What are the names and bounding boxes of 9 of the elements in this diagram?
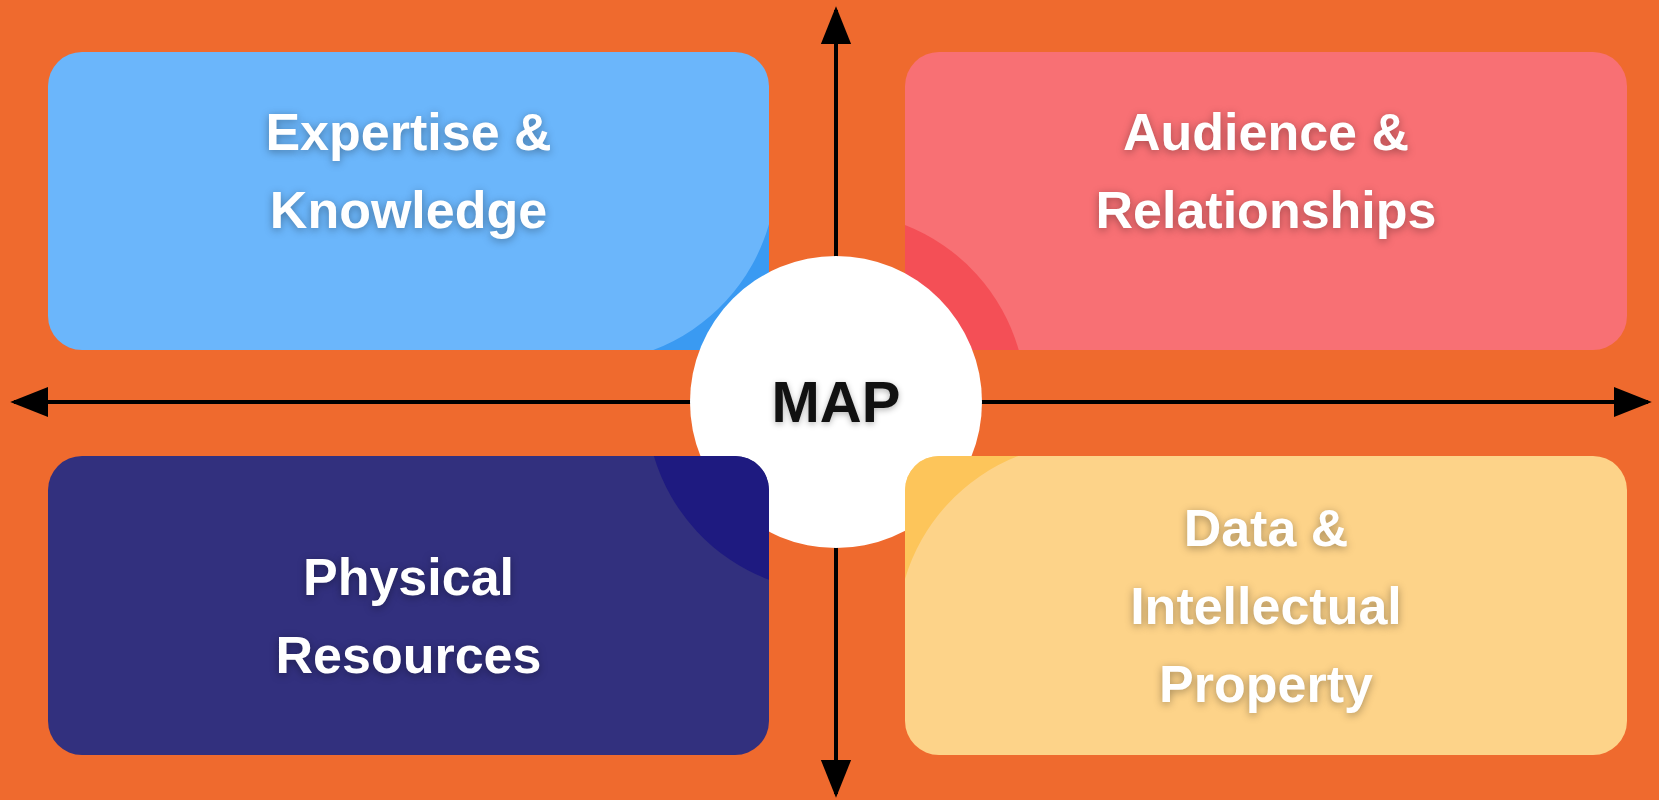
quadrant-title: Data & Intellectual Property	[1129, 497, 1403, 715]
center-label: MAP	[771, 368, 901, 436]
quadrant-title: Audience & Relationships	[1094, 102, 1438, 241]
quadrant-title: Expertise & Knowledge	[264, 102, 553, 241]
quadrant-card	[905, 52, 1627, 350]
quadrant-card	[48, 52, 769, 350]
quadrant-card	[48, 456, 769, 755]
quadrant-card	[905, 456, 1627, 755]
quadrant-title: Physical Resources	[274, 546, 543, 686]
